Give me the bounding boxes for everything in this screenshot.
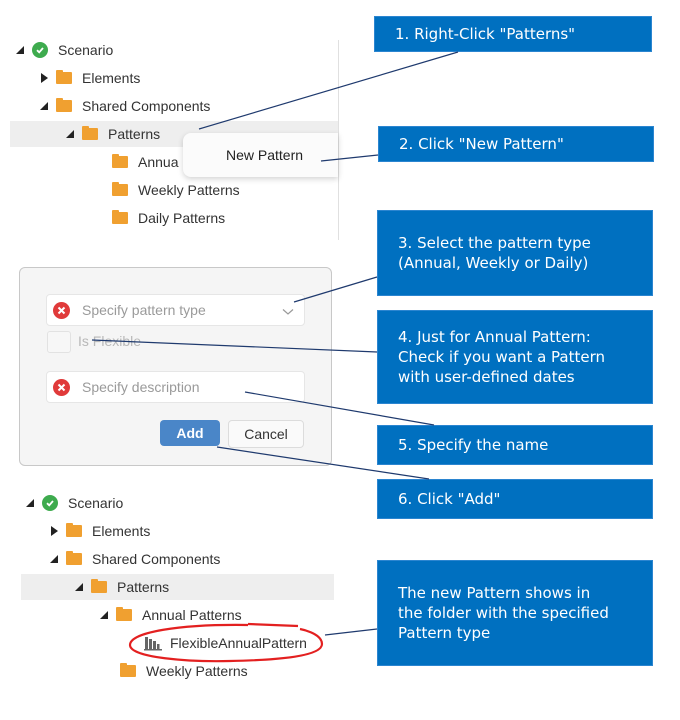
folder-icon [120,663,136,677]
tree-item-label: Shared Components [82,98,211,114]
tree-item-daily-patterns[interactable]: Daily Patterns [106,205,225,231]
tree-item-scenario[interactable]: Scenario [14,37,113,63]
collapse-triangle-icon[interactable] [48,525,60,537]
tree-item-elements[interactable]: Elements [48,518,150,544]
folder-icon [91,579,107,593]
tree-item-flexible-annual-pattern[interactable]: FlexibleAnnualPattern [144,630,307,656]
folder-icon [56,98,72,112]
is-flexible-checkbox[interactable] [47,331,71,353]
tree-item-annual-patterns[interactable]: Annua [106,149,178,175]
panel-divider [338,40,339,240]
callout-step-1: 1. Right-Click "Patterns" [374,16,652,52]
callout-step-4: 4. Just for Annual Pattern: Check if you… [377,310,653,404]
collapse-triangle-icon[interactable] [38,72,50,84]
expand-triangle-icon[interactable] [98,609,110,621]
tree-item-label: Annua [138,154,179,170]
callout-step-5: 5. Specify the name [377,425,653,465]
tree-item-label: Patterns [117,579,170,595]
callout-step-6: 6. Click "Add" [377,479,653,519]
check-circle-icon [32,42,48,58]
folder-icon [56,70,72,84]
folder-icon [112,154,128,168]
bar-chart-icon [144,635,162,651]
add-button[interactable]: Add [160,420,220,446]
folder-icon [66,523,82,537]
error-icon [53,378,70,396]
is-flexible-label: Is Flexible [78,333,142,349]
tree-item-label: Weekly Patterns [138,182,240,198]
tree-item-label: FlexibleAnnualPattern [170,635,307,651]
expand-triangle-icon[interactable] [48,553,60,565]
context-menu: New Pattern [183,133,338,177]
folder-icon [116,607,132,621]
tree-item-annual-patterns[interactable]: Annual Patterns [98,602,242,628]
folder-icon [66,551,82,565]
callout-step-3: 3. Select the pattern type (Annual, Week… [377,210,653,296]
tree-item-label: Weekly Patterns [146,663,248,679]
tree-item-label: Shared Components [92,551,221,567]
folder-icon [112,210,128,224]
callout-step-2: 2. Click "New Pattern" [378,126,654,162]
tree-item-shared-components[interactable]: Shared Components [48,546,220,572]
tree-item-patterns[interactable]: Patterns [21,574,334,600]
folder-icon [82,126,98,140]
tree-item-label: Daily Patterns [138,210,226,226]
tree-item-scenario[interactable]: Scenario [24,490,123,516]
tree-item-label: Patterns [108,126,161,142]
tree-item-label: Elements [92,523,151,539]
tree-item-elements[interactable]: Elements [38,65,140,91]
folder-icon [112,182,128,196]
tree-item-label: Elements [82,70,141,86]
check-circle-icon [42,495,58,511]
tree-item-label: Annual Patterns [142,607,242,623]
expand-triangle-icon[interactable] [64,128,76,140]
tree-item-weekly-patterns[interactable]: Weekly Patterns [114,658,248,684]
expand-triangle-icon[interactable] [38,100,50,112]
tree-item-weekly-patterns[interactable]: Weekly Patterns [106,177,240,203]
expand-triangle-icon[interactable] [14,44,26,56]
context-menu-item-new-pattern[interactable]: New Pattern [226,147,304,163]
tree-item-shared-components[interactable]: Shared Components [38,93,210,119]
cancel-button[interactable]: Cancel [228,420,304,448]
chevron-down-icon[interactable] [282,303,294,319]
description-placeholder: Specify description [82,379,200,395]
pattern-type-placeholder: Specify pattern type [82,302,206,318]
description-input[interactable]: Specify description [46,371,305,403]
error-icon [53,301,70,319]
tree-item-label: Scenario [58,42,114,58]
expand-triangle-icon[interactable] [24,497,36,509]
tree-item-label: Scenario [68,495,124,511]
callout-result: The new Pattern shows in the folder with… [377,560,653,666]
pattern-type-select[interactable]: Specify pattern type [46,294,305,326]
tree-after-panel: Scenario Elements Shared Components Patt… [0,490,340,690]
expand-triangle-icon[interactable] [73,581,85,593]
